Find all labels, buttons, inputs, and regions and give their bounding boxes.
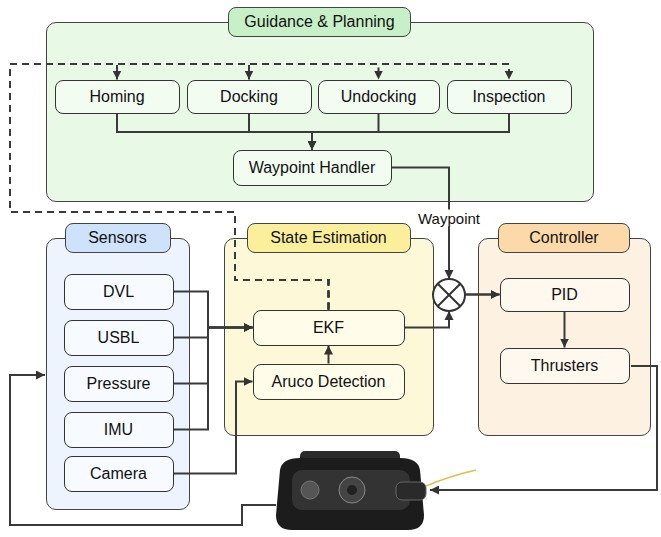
- group-heading: Guidance & Planning: [228, 7, 411, 37]
- box-label: USBL: [98, 329, 140, 347]
- edge-label: Waypoint: [415, 210, 483, 227]
- flow-connector: [117, 114, 312, 150]
- flow-connector: [249, 114, 312, 150]
- process-box: Inspection: [447, 80, 572, 114]
- process-box: IMU: [64, 412, 174, 448]
- group-panel: State EstimationEKFAruco Detection: [224, 238, 434, 436]
- process-box: PID: [500, 278, 630, 312]
- arrowhead: [445, 311, 454, 320]
- flow-connector: [174, 328, 253, 384]
- process-box: Docking: [187, 80, 312, 114]
- box-label: Undocking: [341, 88, 417, 106]
- rov-body: [276, 451, 476, 530]
- box-label: Thrusters: [531, 357, 599, 375]
- process-box: Waypoint Handler: [233, 150, 392, 186]
- process-box: USBL: [64, 320, 174, 356]
- feedback-connector: [10, 64, 329, 310]
- flow-connector: [392, 168, 500, 295]
- box-label: Homing: [89, 88, 144, 106]
- flow-connector: [174, 328, 253, 430]
- process-box: Camera: [64, 456, 174, 492]
- group-heading: Controller: [498, 223, 630, 253]
- box-label: Aruco Detection: [272, 373, 386, 391]
- group-panel: Guidance & PlanningHomingDockingUndockin…: [46, 22, 594, 202]
- process-box: Pressure: [64, 366, 174, 402]
- flow-connector: [174, 382, 253, 474]
- junction-circle: [433, 279, 465, 311]
- flow-connector: [174, 328, 253, 338]
- flow-connector: [174, 292, 253, 328]
- feedback-connector: [10, 64, 509, 310]
- box-label: EKF: [313, 319, 344, 337]
- flow-connector: [328, 346, 330, 364]
- process-box: Homing: [55, 80, 180, 114]
- box-label: Inspection: [473, 88, 546, 106]
- group-heading: State Estimation: [247, 223, 411, 253]
- group-heading: Sensors: [65, 223, 171, 253]
- box-label: DVL: [103, 283, 134, 301]
- box-label: Camera: [90, 465, 147, 483]
- junction-cross: [438, 284, 461, 307]
- process-box: Thrusters: [500, 348, 630, 384]
- box-label: Pressure: [86, 375, 150, 393]
- junction-cross: [438, 284, 461, 307]
- arrowhead: [445, 270, 454, 279]
- feedback-connector: [10, 64, 329, 310]
- box-label: PID: [551, 286, 578, 304]
- box-label: Docking: [220, 88, 278, 106]
- flow-connector: [312, 114, 509, 150]
- feedback-wire: [10, 375, 276, 525]
- box-label: Waypoint Handler: [249, 159, 376, 177]
- feedback-wire: [430, 366, 657, 490]
- process-box: Undocking: [318, 80, 440, 114]
- group-panel: SensorsDVLUSBLPressureIMUCamera: [46, 238, 190, 510]
- flow-connector: [564, 312, 566, 348]
- process-box: DVL: [64, 274, 174, 310]
- process-box: Aruco Detection: [253, 364, 405, 400]
- feedback-connector: [10, 64, 379, 310]
- box-label: IMU: [104, 421, 133, 439]
- process-box: EKF: [253, 310, 405, 346]
